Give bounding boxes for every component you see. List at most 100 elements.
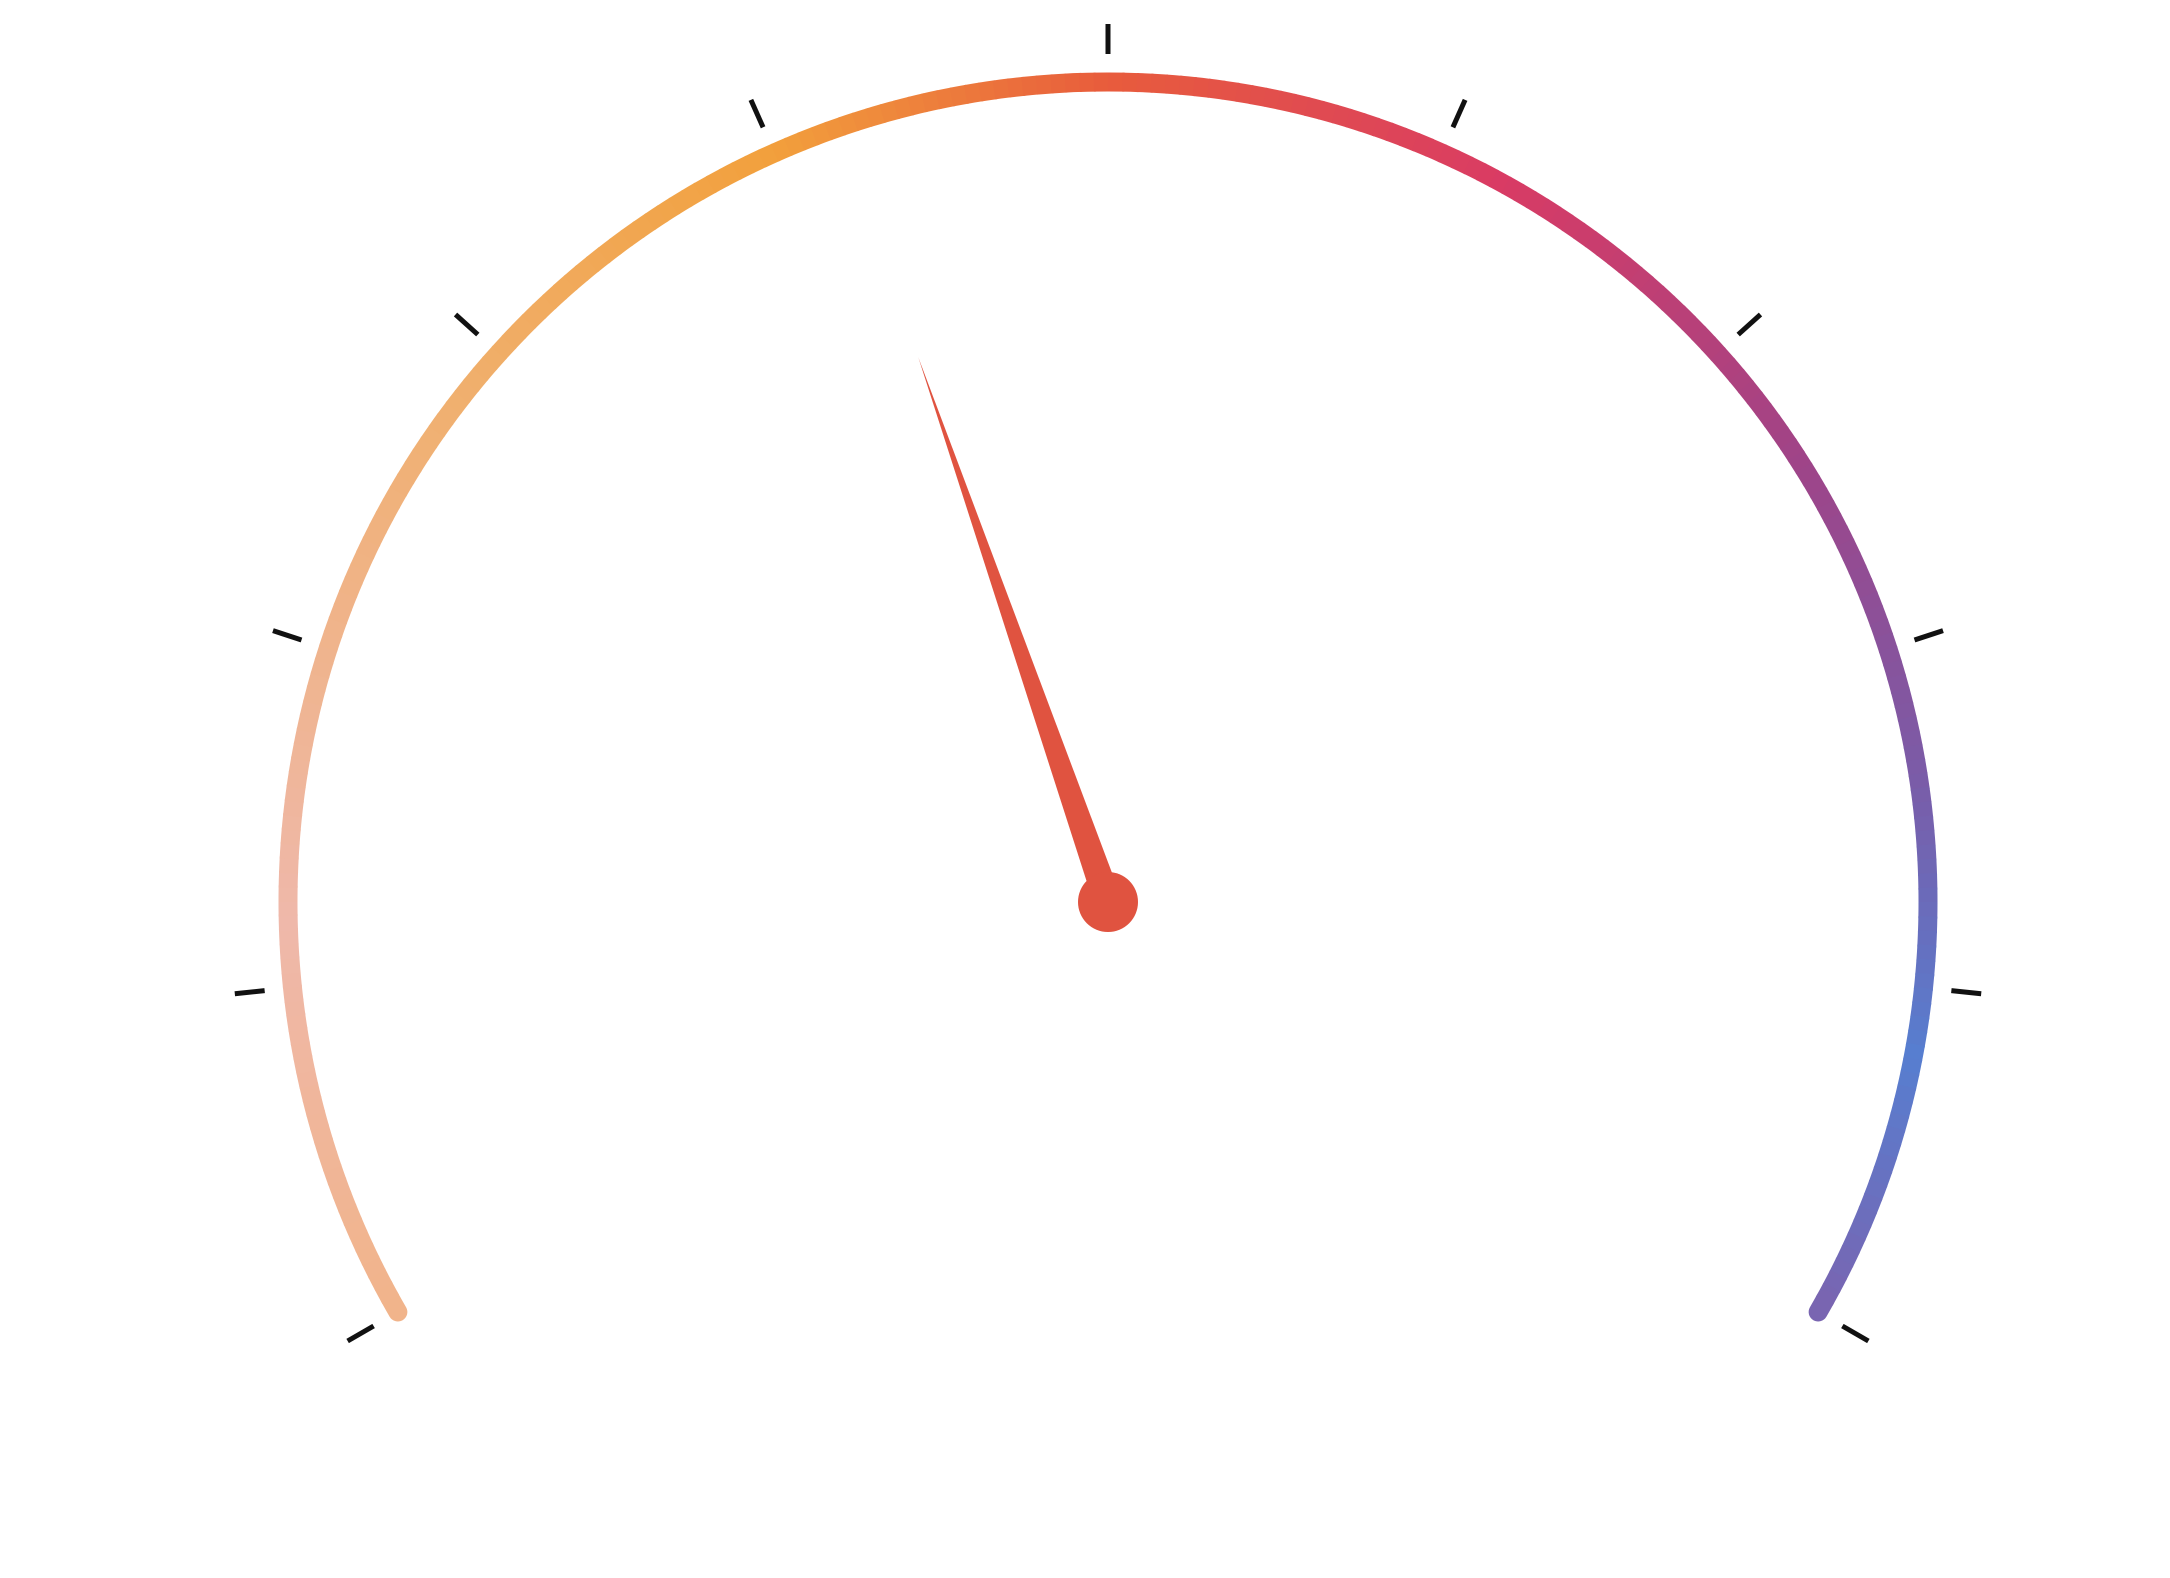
gauge-arc-segment [1912,986,1933,1006]
gauge-arc-segment [1868,1165,1893,1188]
gauge-arc-segment [279,942,300,960]
gauge-arc-segment [1290,93,1311,117]
gauge-arc-segment [1886,1111,1910,1133]
gauge-arc-segment [992,78,1012,100]
gauge-arc-segment [757,143,781,168]
gauge-arc-segment [744,149,768,174]
gauge-arc-segment [1136,73,1154,93]
gauge-arc-segment [323,616,348,639]
gauge-arc-segment [1719,357,1745,383]
gauge-arc-segment [893,96,914,120]
gauge-arc-segment [1897,1070,1920,1091]
gauge-arc-segment [1728,368,1755,394]
gauge-arc-segment [281,813,303,832]
gauge-arc-segment [1847,1218,1872,1242]
gauge-arc-segment [1746,391,1772,416]
gauge-arc-segment [283,798,304,818]
gauge-tick [1951,988,1982,997]
gauge-arc-segment [1882,1125,1906,1147]
gauge-arc-segment [1864,604,1889,627]
gauge-arc-segment [349,1229,374,1253]
gauge-arc-segment [282,984,304,1004]
gauge-arc-segment [1681,315,1707,341]
gauge-arc-segment [1411,132,1435,157]
gauge-arc-segment [1021,75,1040,96]
gauge-arc-segment [380,1288,408,1322]
gauge-arc-segment [1537,198,1562,224]
gauge-arc-segment [608,229,634,255]
gauge-arc-segment [1691,325,1717,351]
gauge-tick [453,312,480,337]
gauge-arc-segment [1822,1269,1848,1294]
gauge-arc-segment [521,303,547,329]
gauge-arc-segment [299,1082,322,1103]
gauge-arc-segment [1150,73,1169,94]
gauge-arc-segment [1905,1028,1928,1049]
gauge-arc-segment [1830,525,1855,549]
gauge-arc-segment [1835,1244,1860,1268]
gauge-arc-segment [1650,285,1676,311]
gauge-arc-segment [1234,82,1255,105]
gauge-arc-segment [1525,190,1550,216]
gauge-arc-segment [1595,239,1621,265]
gauge-arc-segment [314,1136,338,1159]
gauge-arc-segment [306,1109,329,1131]
gauge-arc-segment [542,284,568,310]
gauge-arc-segment [770,137,794,162]
gauge-arc-segment [420,424,446,449]
gauge-tick [272,628,303,643]
gauge-arc-segment [310,657,334,679]
gauge-arc-segment [1858,1192,1883,1215]
gauge-arc-segment [1006,76,1026,98]
gauge-arc-segment [367,1268,393,1292]
gauge-arc-segment [333,589,358,612]
gauge-arc-segment [481,345,508,371]
gauge-arc-segment [280,827,301,846]
gauge-arc-segment [705,168,730,194]
gauge-arc-segment [949,84,970,107]
gauge-arc-segment [284,784,306,804]
gauge-arc-segment [501,324,527,350]
gauge-arc-segment [680,182,705,208]
gauge-arc-segment [1912,800,1934,820]
gauge-arc-segment [1660,295,1686,321]
gauge-tick [748,98,766,129]
gauge-arc-segment [1910,786,1932,806]
gauge-arc-segment [344,562,369,586]
gauge-arc-segment [293,727,316,748]
gauge-arc-segment [656,197,681,223]
gauge-arc-segment [332,1190,357,1213]
gauge-arc-segment [563,265,589,291]
gauge-arc-segment [1809,487,1835,511]
gauge-arc-segment [1878,645,1902,668]
gauge-arc-segment [1424,138,1448,163]
gauge-arc-segment [1385,122,1408,147]
gauge-arc-segment [1853,1205,1878,1229]
gauge-arc-segment [436,401,462,426]
gauge-arc-segment [303,685,326,706]
gauge-arc-segment [404,448,430,473]
gauge-arc-segment [1398,127,1421,152]
gauge-arc-segment [1463,156,1487,181]
gauge-arc-segment [1178,75,1197,97]
gauge-arc-segment [1787,450,1813,475]
gauge-arc-segment [1779,438,1805,463]
gauge-arc-segment [1344,108,1367,132]
gauge-arc-segment [731,155,755,180]
gauge-arc-segment [1437,144,1461,169]
gauge-arc-segment [1802,474,1828,499]
gauge-arc-segment [1869,618,1894,641]
gauge-arc-segment [327,1177,352,1200]
gauge-arc-segment [1700,336,1726,362]
gauge-arc-segment [286,1012,308,1032]
gauge-arc-segment [281,970,302,989]
gauge-arc-segment [1836,538,1861,562]
gauge-arc-segment [296,713,319,734]
gauge-arc-segment [1500,176,1525,202]
gauge-arc-segment [1331,104,1353,128]
gauge-needle [918,357,1138,932]
gauge-tick [1450,98,1468,129]
gauge-arc-segment [1897,715,1920,736]
